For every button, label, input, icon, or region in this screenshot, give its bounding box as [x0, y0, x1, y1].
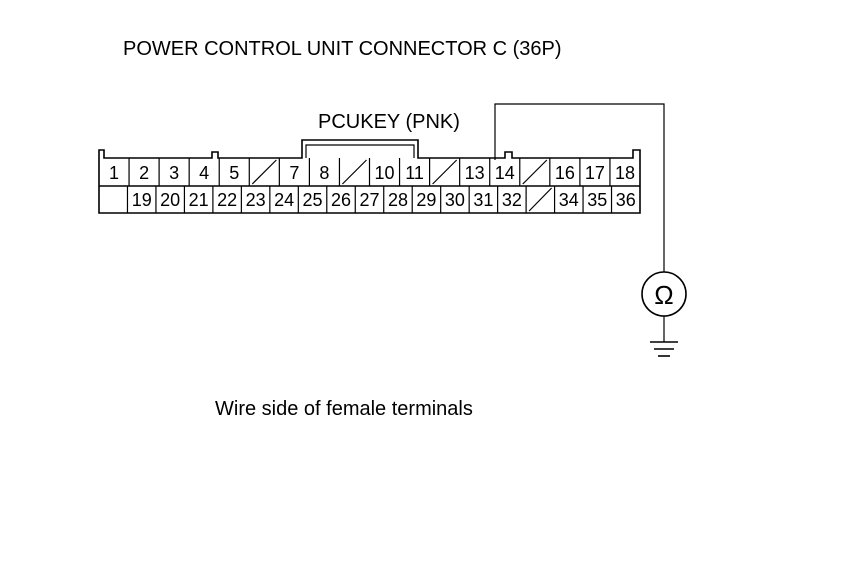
- unused-terminal-slash: [342, 159, 367, 185]
- ohm-symbol: Ω: [654, 280, 673, 310]
- ground-icon: [650, 316, 678, 357]
- terminal-13: 13: [465, 163, 485, 183]
- terminal-24: 24: [274, 190, 294, 210]
- terminal-27: 27: [359, 190, 379, 210]
- terminal-4: 4: [199, 163, 209, 183]
- terminal-32: 32: [502, 190, 522, 210]
- terminal-8: 8: [319, 163, 329, 183]
- terminal-20: 20: [160, 190, 180, 210]
- ohmmeter-icon: Ω: [641, 271, 687, 317]
- terminal-7: 7: [289, 163, 299, 183]
- test-lead: [494, 103, 665, 272]
- terminal-28: 28: [388, 190, 408, 210]
- terminal-11: 11: [405, 163, 424, 183]
- terminal-5: 5: [229, 163, 239, 183]
- wire-label: PCUKEY (PNK): [318, 111, 460, 133]
- terminal-17: 17: [585, 163, 605, 183]
- terminal-35: 35: [587, 190, 607, 210]
- terminal-2: 2: [139, 163, 149, 183]
- unused-terminal-slash: [528, 187, 553, 212]
- unused-terminal-slash: [522, 159, 548, 185]
- unused-terminal-slash: [251, 159, 277, 185]
- terminal-1: 1: [109, 163, 119, 183]
- terminal-16: 16: [555, 163, 575, 183]
- terminal-14: 14: [495, 163, 515, 183]
- terminal-10: 10: [375, 163, 395, 183]
- terminal-36: 36: [616, 190, 636, 210]
- unused-terminal-slash: [432, 159, 458, 185]
- terminal-30: 30: [445, 190, 465, 210]
- terminal-19: 19: [132, 190, 152, 210]
- terminal-3: 3: [169, 163, 179, 183]
- terminal-22: 22: [217, 190, 237, 210]
- terminal-25: 25: [303, 190, 323, 210]
- terminal-23: 23: [246, 190, 266, 210]
- diagram-title: POWER CONTROL UNIT CONNECTOR C (36P): [123, 38, 562, 60]
- connector-bottom-row: 19 20 21 22 23 24 25 26 27 28 29 30 31 32 34 35 36: [126, 186, 636, 213]
- terminal-18: 18: [615, 163, 635, 183]
- terminal-21: 21: [189, 190, 209, 210]
- terminal-26: 26: [331, 190, 351, 210]
- terminal-34: 34: [559, 190, 579, 210]
- terminal-29: 29: [416, 190, 436, 210]
- caption: Wire side of female terminals: [215, 398, 473, 420]
- terminal-31: 31: [473, 190, 493, 210]
